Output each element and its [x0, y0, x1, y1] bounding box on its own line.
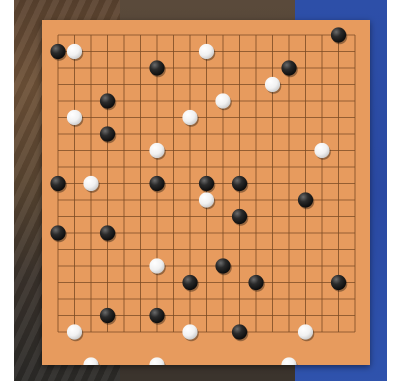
black-stone[interactable] [298, 192, 313, 207]
black-stone[interactable] [232, 209, 247, 224]
white-stone[interactable] [199, 44, 214, 59]
black-stone[interactable] [248, 275, 263, 290]
black-stone[interactable] [281, 60, 296, 75]
black-stone[interactable] [50, 44, 65, 59]
black-stone[interactable] [100, 126, 115, 141]
black-stone[interactable] [50, 225, 65, 240]
white-stone[interactable] [67, 44, 82, 59]
white-stone[interactable] [281, 357, 296, 365]
black-stone[interactable] [50, 176, 65, 191]
white-stone[interactable] [199, 192, 214, 207]
image-border-right [387, 0, 409, 387]
white-stone[interactable] [67, 324, 82, 339]
black-stone[interactable] [149, 60, 164, 75]
black-stone[interactable] [215, 258, 230, 273]
black-stone[interactable] [232, 176, 247, 191]
white-stone[interactable] [265, 77, 280, 92]
black-stone[interactable] [199, 176, 214, 191]
white-stone[interactable] [298, 324, 313, 339]
white-stone[interactable] [149, 143, 164, 158]
black-stone[interactable] [149, 308, 164, 323]
black-stone[interactable] [232, 324, 247, 339]
black-stone[interactable] [331, 275, 346, 290]
white-stone[interactable] [149, 258, 164, 273]
white-stone[interactable] [67, 110, 82, 125]
black-stone[interactable] [182, 275, 197, 290]
black-stone[interactable] [100, 93, 115, 108]
white-stone[interactable] [83, 357, 98, 365]
board-grid [42, 20, 370, 365]
white-stone[interactable] [182, 324, 197, 339]
white-stone[interactable] [182, 110, 197, 125]
stones-layer [50, 27, 347, 365]
image-border-bottom [0, 381, 409, 387]
black-stone[interactable] [100, 225, 115, 240]
white-stone[interactable] [83, 176, 98, 191]
white-stone[interactable] [215, 93, 230, 108]
black-stone[interactable] [100, 308, 115, 323]
white-stone[interactable] [149, 357, 164, 365]
black-stone[interactable] [149, 176, 164, 191]
image-border-left [0, 0, 14, 387]
black-stone[interactable] [331, 27, 346, 42]
go-board[interactable] [42, 20, 370, 365]
white-stone[interactable] [314, 143, 329, 158]
